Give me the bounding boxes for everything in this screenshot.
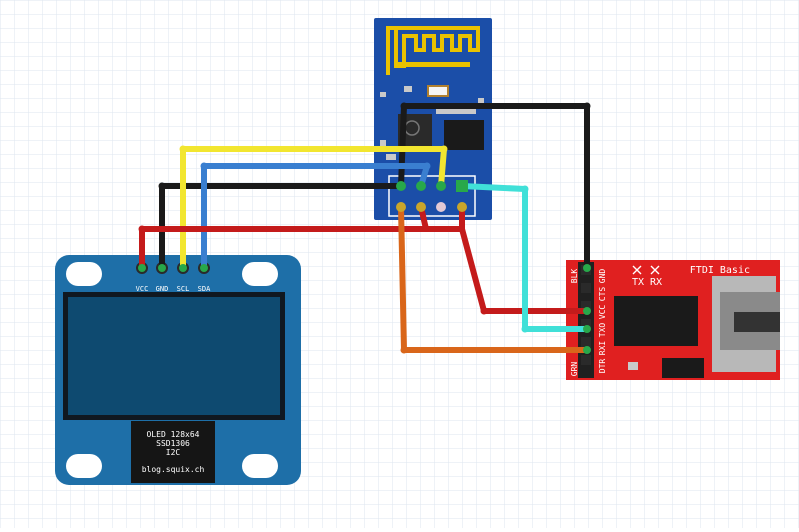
- esp-pin-gpio0[interactable]: [436, 181, 446, 191]
- ftdi-chip: [614, 296, 698, 346]
- ftdi-pin-cts[interactable]: [581, 283, 591, 293]
- ftdi-pin-label-cts: CTS: [598, 287, 607, 302]
- oled-pin-label-gnd: GND: [156, 285, 169, 293]
- endpoint-dot: [583, 346, 591, 354]
- usb-port-icon: [734, 312, 780, 332]
- esp-pins: [396, 180, 468, 212]
- esp-pin-gnd[interactable]: [396, 181, 406, 191]
- bend-point: [440, 145, 448, 153]
- ftdi-pin-label-txo: TXO: [598, 323, 607, 338]
- oled-pin-label-scl: SCL: [177, 285, 190, 293]
- esp-pin-chpd[interactable]: [416, 202, 426, 212]
- ftdi-pin-label-vcc: VCC: [598, 305, 607, 320]
- oled-pin-label-vcc: VCC: [136, 285, 149, 293]
- ftdi-pin-vcc[interactable]: [581, 301, 591, 311]
- ftdi-pin-label-rxi: RXI: [598, 341, 607, 356]
- rx-led-icon: [650, 265, 660, 275]
- endpoint-dot: [158, 264, 166, 272]
- smd-component: [436, 108, 476, 114]
- wire-vcc-esp-to-ftdi[interactable]: [459, 204, 590, 314]
- endpoint-dot: [138, 264, 146, 272]
- esp-pin-rx[interactable]: [456, 180, 468, 192]
- ftdi-pin-label-grn: GRN: [570, 362, 579, 377]
- ftdi-pin-label-dtr: DTR: [598, 359, 607, 374]
- bend-point: [521, 185, 529, 193]
- bend-point: [179, 145, 187, 153]
- oled-interface-label: I2C: [166, 448, 181, 457]
- wire-sda[interactable]: [201, 163, 430, 271]
- esp-pin-vcc[interactable]: [457, 202, 467, 212]
- antenna-base: [396, 62, 470, 67]
- crystal-component: [427, 85, 449, 97]
- ftdi-pin-txo[interactable]: [581, 319, 591, 329]
- endpoint-dot: [200, 264, 208, 272]
- mount-hole: [242, 454, 278, 478]
- oled-chip-label-box: [131, 421, 215, 483]
- tx-label: TX: [632, 277, 644, 288]
- pin-header-outline: [388, 175, 476, 217]
- smd-component: [628, 362, 638, 370]
- bend-point: [400, 346, 408, 354]
- endpoint-dot: [179, 264, 187, 272]
- bend-point: [138, 225, 146, 233]
- esp-pin-tx[interactable]: [396, 202, 406, 212]
- oled-driver-label: SSD1306: [156, 439, 190, 448]
- ftdi-pin-rxi[interactable]: [581, 337, 591, 347]
- smd-component: [478, 98, 484, 103]
- wire-txo-to-esp-rx[interactable]: [459, 183, 590, 332]
- smd-component: [380, 92, 386, 97]
- bend-point: [521, 325, 529, 333]
- bend-point: [400, 102, 408, 110]
- endpoint-dot: [583, 325, 591, 333]
- flash-chip: [444, 120, 484, 150]
- bend-point: [423, 162, 431, 170]
- mount-hole: [66, 454, 102, 478]
- endpoint-dot: [583, 264, 591, 272]
- ftdi-pin-label-gnd: GND: [598, 269, 607, 284]
- smd-component: [404, 86, 412, 92]
- oled-pin-label-sda: SDA: [198, 285, 211, 293]
- smd-component: [386, 154, 396, 160]
- esp8266-module[interactable]: [374, 18, 492, 220]
- ftdi-pin-label-blk: BLK: [570, 269, 579, 284]
- smd-component: [380, 140, 386, 150]
- rx-label: RX: [650, 277, 662, 288]
- oled-footer-label: blog.squix.ch: [142, 465, 205, 474]
- endpoint-dot: [583, 307, 591, 315]
- wire-endpoints: [138, 102, 591, 354]
- mount-hole: [242, 262, 278, 286]
- ftdi-basic-board[interactable]: FTDI Basic TX RX BLK GND CTS VCC TXO RXI…: [566, 260, 780, 380]
- bend-point: [200, 162, 208, 170]
- bend-point: [480, 307, 488, 315]
- bend-point: [158, 182, 166, 190]
- wire-scl[interactable]: [180, 146, 447, 271]
- ftdi-pin-dtr[interactable]: [581, 355, 591, 365]
- ftdi-title: FTDI Basic: [690, 265, 750, 276]
- tx-led-icon: [632, 265, 642, 275]
- oled-screen: [68, 297, 280, 415]
- antenna-trace: [386, 26, 480, 75]
- smd-component: [662, 358, 704, 378]
- esp-pin-gpio2[interactable]: [416, 181, 426, 191]
- bend-point: [583, 102, 591, 110]
- oled-display-module[interactable]: OLED 128x64 SSD1306 I2C blog.squix.ch VC…: [55, 255, 301, 485]
- oled-model-label: OLED 128x64: [147, 430, 200, 439]
- mount-hole: [66, 262, 102, 286]
- esp-pin-rst[interactable]: [436, 202, 446, 212]
